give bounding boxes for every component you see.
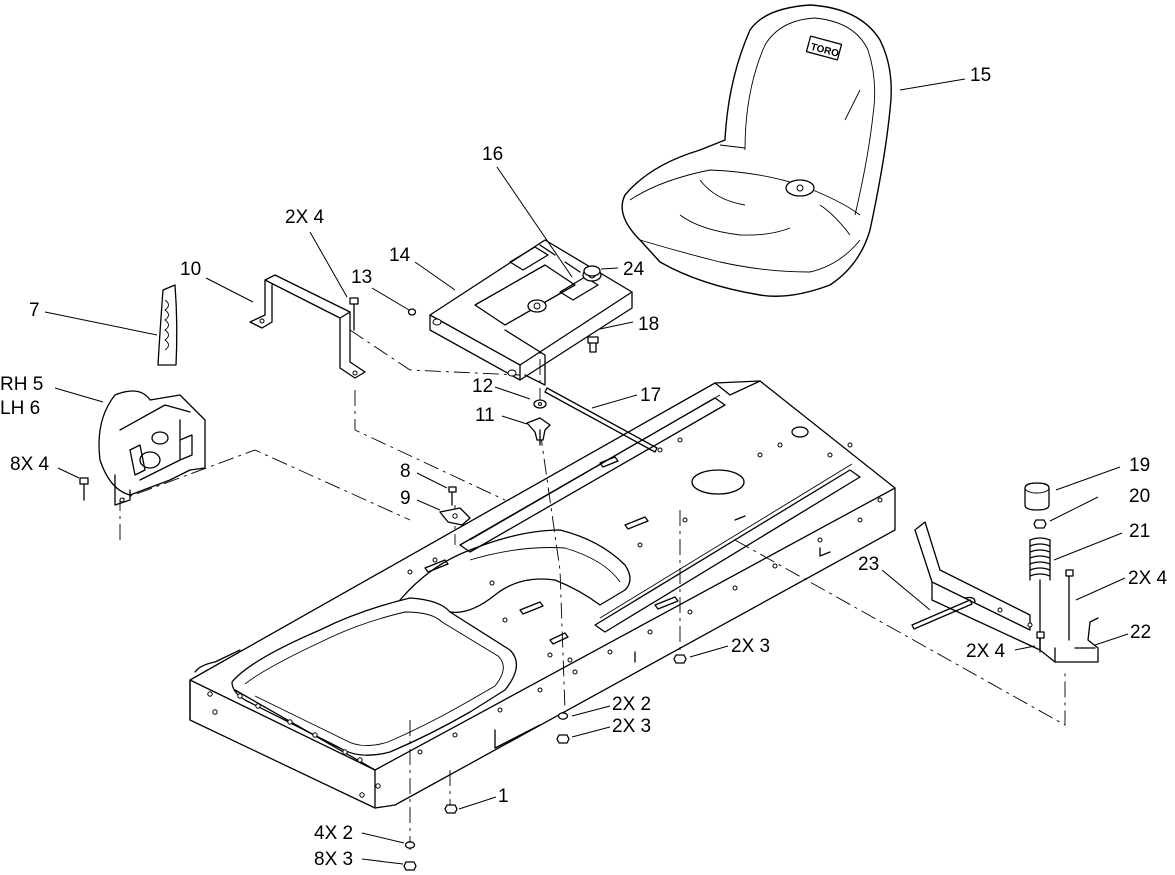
seat-plate — [429, 239, 633, 386]
callout-1: 1 — [498, 786, 509, 807]
nut-8x3 — [403, 861, 417, 871]
knob-24 — [583, 265, 601, 277]
leader-lines — [44, 78, 1129, 865]
callout-14: 14 — [389, 245, 411, 266]
callout-rh5: RH 5 — [0, 374, 44, 395]
bracket-10 — [249, 274, 366, 379]
bolt-8x4 — [79, 477, 89, 501]
washer-4x2 — [404, 841, 416, 849]
callout-2x3-mid: 2X 3 — [731, 636, 771, 657]
nut-20 — [1033, 519, 1047, 529]
nut-2x3-low — [556, 734, 570, 744]
main-frame — [189, 380, 896, 809]
bushing-18 — [587, 336, 599, 353]
callout-20: 20 — [1129, 486, 1151, 507]
callout-2x4-under: 2X 4 — [966, 641, 1006, 662]
callout-8x4: 8X 4 — [10, 454, 50, 475]
callout-7: 7 — [29, 300, 40, 321]
callout-18: 18 — [638, 314, 660, 335]
callout-10: 10 — [180, 259, 202, 280]
washer-12 — [533, 399, 547, 409]
clamp-9 — [439, 507, 471, 526]
callout-21: 21 — [1129, 521, 1151, 542]
callout-19: 19 — [1129, 455, 1151, 476]
callout-22: 22 — [1130, 622, 1152, 643]
bolt-2x4-under — [1036, 631, 1045, 653]
callout-2x3-low: 2X 3 — [612, 716, 652, 737]
nut-2x3-mid — [673, 654, 687, 664]
rod-17 — [544, 387, 658, 453]
callout-23: 23 — [858, 554, 880, 575]
bracket-22 — [914, 521, 1099, 663]
callout-11: 11 — [475, 405, 495, 426]
callout-17: 17 — [640, 385, 662, 406]
bolt-2x4-right — [1065, 569, 1074, 641]
spring-21 — [1029, 537, 1051, 641]
nut-13 — [407, 308, 417, 316]
callout-2x4-left: 2X 4 — [285, 207, 325, 228]
bolt-8 — [448, 486, 457, 506]
knob-11 — [526, 417, 551, 446]
callout-8: 8 — [400, 461, 411, 482]
bolt-2x4-left — [349, 297, 359, 331]
callout-9: 9 — [400, 488, 411, 509]
callout-2x2: 2X 2 — [612, 694, 652, 715]
callout-15: 15 — [970, 65, 992, 86]
callout-13: 13 — [351, 267, 373, 288]
callout-lh6: LH 6 — [0, 398, 41, 419]
callout-2x4-right: 2X 4 — [1128, 568, 1168, 589]
washer-2x2 — [557, 712, 569, 720]
strip-7 — [157, 284, 178, 366]
callout-16: 16 — [482, 144, 504, 165]
nut-1 — [444, 804, 458, 814]
callout-8x3: 8X 3 — [314, 849, 354, 870]
pin-23 — [911, 596, 976, 630]
hinge-bracket — [98, 390, 206, 506]
callout-4x2: 4X 2 — [314, 823, 354, 844]
bumper-19 — [1024, 482, 1050, 511]
callout-24: 24 — [623, 259, 645, 280]
seat: TORO — [621, 4, 892, 297]
callout-12: 12 — [472, 376, 494, 397]
